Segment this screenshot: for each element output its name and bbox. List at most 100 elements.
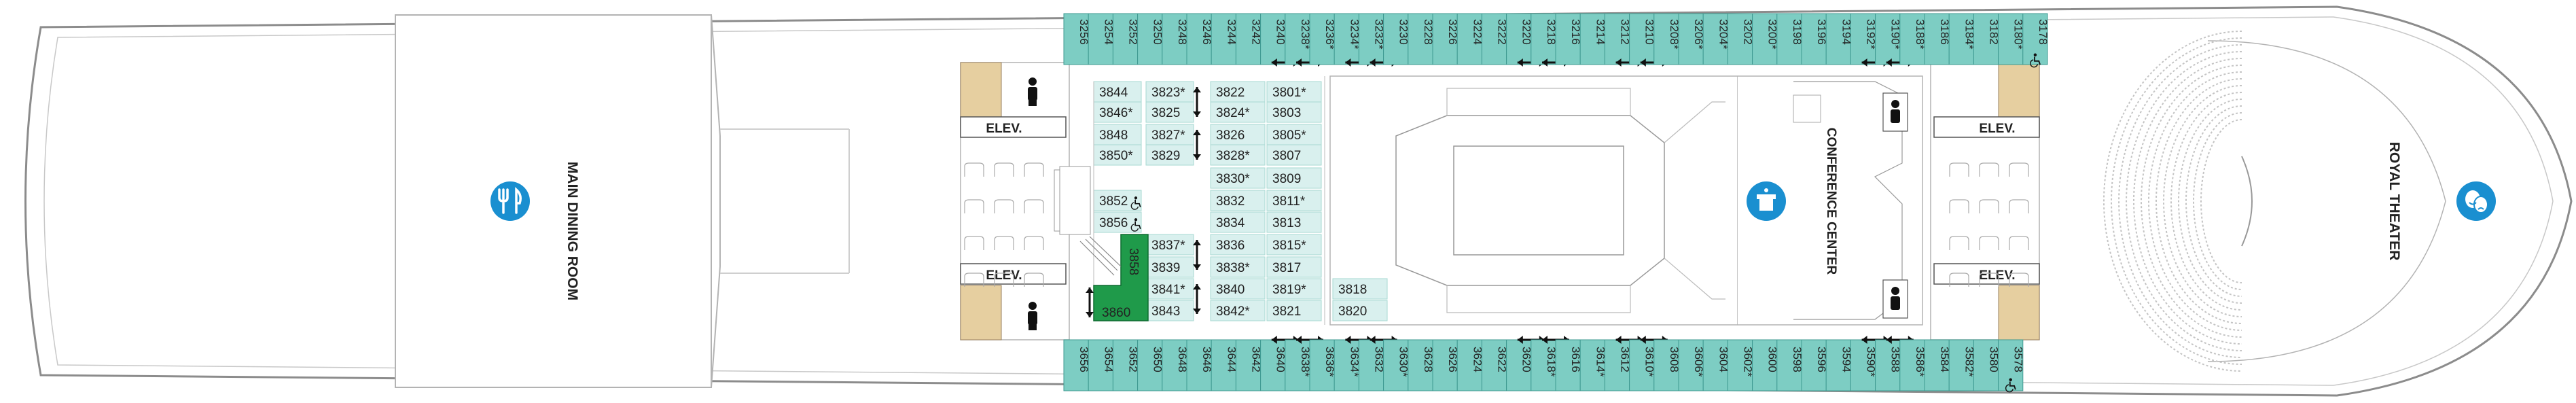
cabin-3584[interactable]: 3584 [1924,339,1951,391]
cabin-3608[interactable]: 3608 [1653,339,1681,391]
cabin-3813[interactable]: 3813 [1266,211,1322,233]
cabin-3202[interactable]: 3202 [1727,13,1755,65]
cabin-3208[interactable]: 3208* [1653,13,1681,65]
cabin-3610[interactable]: 3610* [1629,336,1668,391]
cabin-3856[interactable]: 3856 [1093,211,1142,233]
cabin-3828[interactable]: 3828* [1210,144,1266,166]
cabin-3650[interactable]: 3650 [1137,339,1164,391]
cabin-3841[interactable]: 3841* [1145,278,1194,300]
cabin-3226[interactable]: 3226 [1432,13,1459,65]
cabin-3652[interactable]: 3652 [1112,339,1140,391]
cabin-3820[interactable]: 3820 [1332,300,1388,321]
cabin-3596[interactable]: 3596 [1801,339,1828,391]
cabin-3196[interactable]: 3196 [1801,13,1828,65]
cabin-3228[interactable]: 3228 [1408,13,1435,65]
cabin-3214[interactable]: 3214 [1579,13,1607,65]
cabin-3254[interactable]: 3254 [1088,13,1115,65]
cabin-3830[interactable]: 3830* [1210,167,1266,189]
cabin-3590[interactable]: 3590* [1850,336,1889,391]
cabin-3646[interactable]: 3646 [1186,339,1213,391]
cabin-3250[interactable]: 3250 [1137,13,1164,65]
cabin-3200[interactable]: 3200* [1752,13,1779,65]
royal-theater[interactable]: ROYAL THEATER [2103,31,2496,372]
cabin-3216[interactable]: 3216 [1555,13,1582,65]
cabin-3836[interactable]: 3836 [1210,234,1266,256]
cabin-3242[interactable]: 3242 [1235,13,1263,65]
cabin-3218[interactable]: 3218 [1531,13,1569,67]
cabin-3206[interactable]: 3206* [1678,13,1705,65]
cabin-3182[interactable]: 3182 [1973,13,2001,65]
cabin-3807[interactable]: 3807 [1266,144,1322,166]
cabin-3236[interactable]: 3236* [1309,13,1336,65]
cabin-3622[interactable]: 3622 [1481,339,1509,391]
cabin-3612[interactable]: 3612 [1604,336,1643,391]
cabin-3805[interactable]: 3805* [1266,124,1322,145]
cabin-3186[interactable]: 3186 [1924,13,1951,65]
cabin-3644[interactable]: 3644 [1211,339,1238,391]
cabin-3184[interactable]: 3184* [1948,13,1975,65]
cabin-3839[interactable]: 3839 [1145,256,1194,278]
cabin-3818[interactable]: 3818 [1332,278,1388,300]
cabin-3252[interactable]: 3252 [1112,13,1140,65]
cabin-3616[interactable]: 3616 [1555,339,1582,391]
cabin-3838[interactable]: 3838* [1210,256,1266,278]
cabin-3832[interactable]: 3832 [1210,190,1266,211]
cabin-3210[interactable]: 3210 [1629,13,1668,67]
cabin-3598[interactable]: 3598 [1776,339,1804,391]
cabin-3194[interactable]: 3194 [1825,13,1853,65]
cabin-3826[interactable]: 3826 [1210,124,1266,145]
cabin-3594[interactable]: 3594 [1825,339,1853,391]
cabin-3822[interactable]: 3822 [1210,81,1266,103]
cabin-3654[interactable]: 3654 [1088,339,1115,391]
cabin-3602[interactable]: 3602* [1727,339,1755,391]
cabin-3819[interactable]: 3819* [1266,278,1322,300]
cabin-3578[interactable]: 3578 [1998,339,2025,393]
cabin-3244[interactable]: 3244 [1211,13,1238,65]
conference-center[interactable]: CONFERENCE CENTER [1738,75,1923,326]
cabin-3626[interactable]: 3626 [1432,339,1459,391]
cabin-3222[interactable]: 3222 [1481,13,1509,65]
cabin-3606[interactable]: 3606* [1678,339,1705,391]
cabin-3634[interactable]: 3634* [1334,336,1373,391]
cabin-3848[interactable]: 3848 [1093,124,1142,145]
cabin-3600[interactable]: 3600 [1752,339,1779,391]
cabin-3586[interactable]: 3586* [1899,339,1927,391]
elevator-forward-top[interactable]: ELEV. [1933,116,2040,138]
cabin-3188[interactable]: 3188* [1899,13,1927,65]
cabin-3580[interactable]: 3580 [1973,339,2001,391]
cabin-3844[interactable]: 3844 [1093,81,1142,103]
cabin-3204[interactable]: 3204* [1702,13,1730,65]
cabin-3630[interactable]: 3630* [1383,339,1410,391]
cabin-3843[interactable]: 3843 [1145,300,1194,321]
cabin-3827[interactable]: 3827* [1145,124,1194,145]
cabin-3801[interactable]: 3801* [1266,81,1322,103]
cabin-3842[interactable]: 3842* [1210,300,1266,321]
cabin-3256[interactable]: 3256 [1063,13,1090,65]
cabin-3224[interactable]: 3224 [1456,13,1484,65]
cabin-3656[interactable]: 3656 [1063,339,1090,391]
cabin-3811[interactable]: 3811* [1266,190,1322,211]
cabin-3840[interactable]: 3840 [1210,278,1266,300]
cabin-3190[interactable]: 3190* [1875,13,1914,67]
cabin-3246[interactable]: 3246 [1186,13,1213,65]
cabin-3829[interactable]: 3829 [1145,144,1194,166]
cabin-3588[interactable]: 3588 [1875,336,1914,391]
cabin-3648[interactable]: 3648 [1162,339,1189,391]
cabin-3642[interactable]: 3642 [1235,339,1263,391]
cabin-3815[interactable]: 3815* [1266,234,1322,256]
cabin-3824[interactable]: 3824* [1210,101,1266,123]
cabin-3624[interactable]: 3624 [1456,339,1484,391]
cabin-3834[interactable]: 3834 [1210,211,1266,233]
cabin-3632[interactable]: 3632 [1358,336,1397,391]
cabin-3636[interactable]: 3636* [1309,339,1336,391]
cabin-3198[interactable]: 3198 [1776,13,1804,65]
cabin-3803[interactable]: 3803 [1266,101,1322,123]
cabin-3809[interactable]: 3809 [1266,167,1322,189]
cabin-3230[interactable]: 3230 [1383,13,1410,65]
cabin-3850[interactable]: 3850* [1093,144,1142,166]
cabin-3638[interactable]: 3638* [1285,336,1323,391]
main-dining-room[interactable]: MAIN DINING ROOM [395,14,712,388]
cabin-3178[interactable]: 3178 [2022,13,2050,68]
cabin-3852[interactable]: 3852 [1093,190,1142,211]
